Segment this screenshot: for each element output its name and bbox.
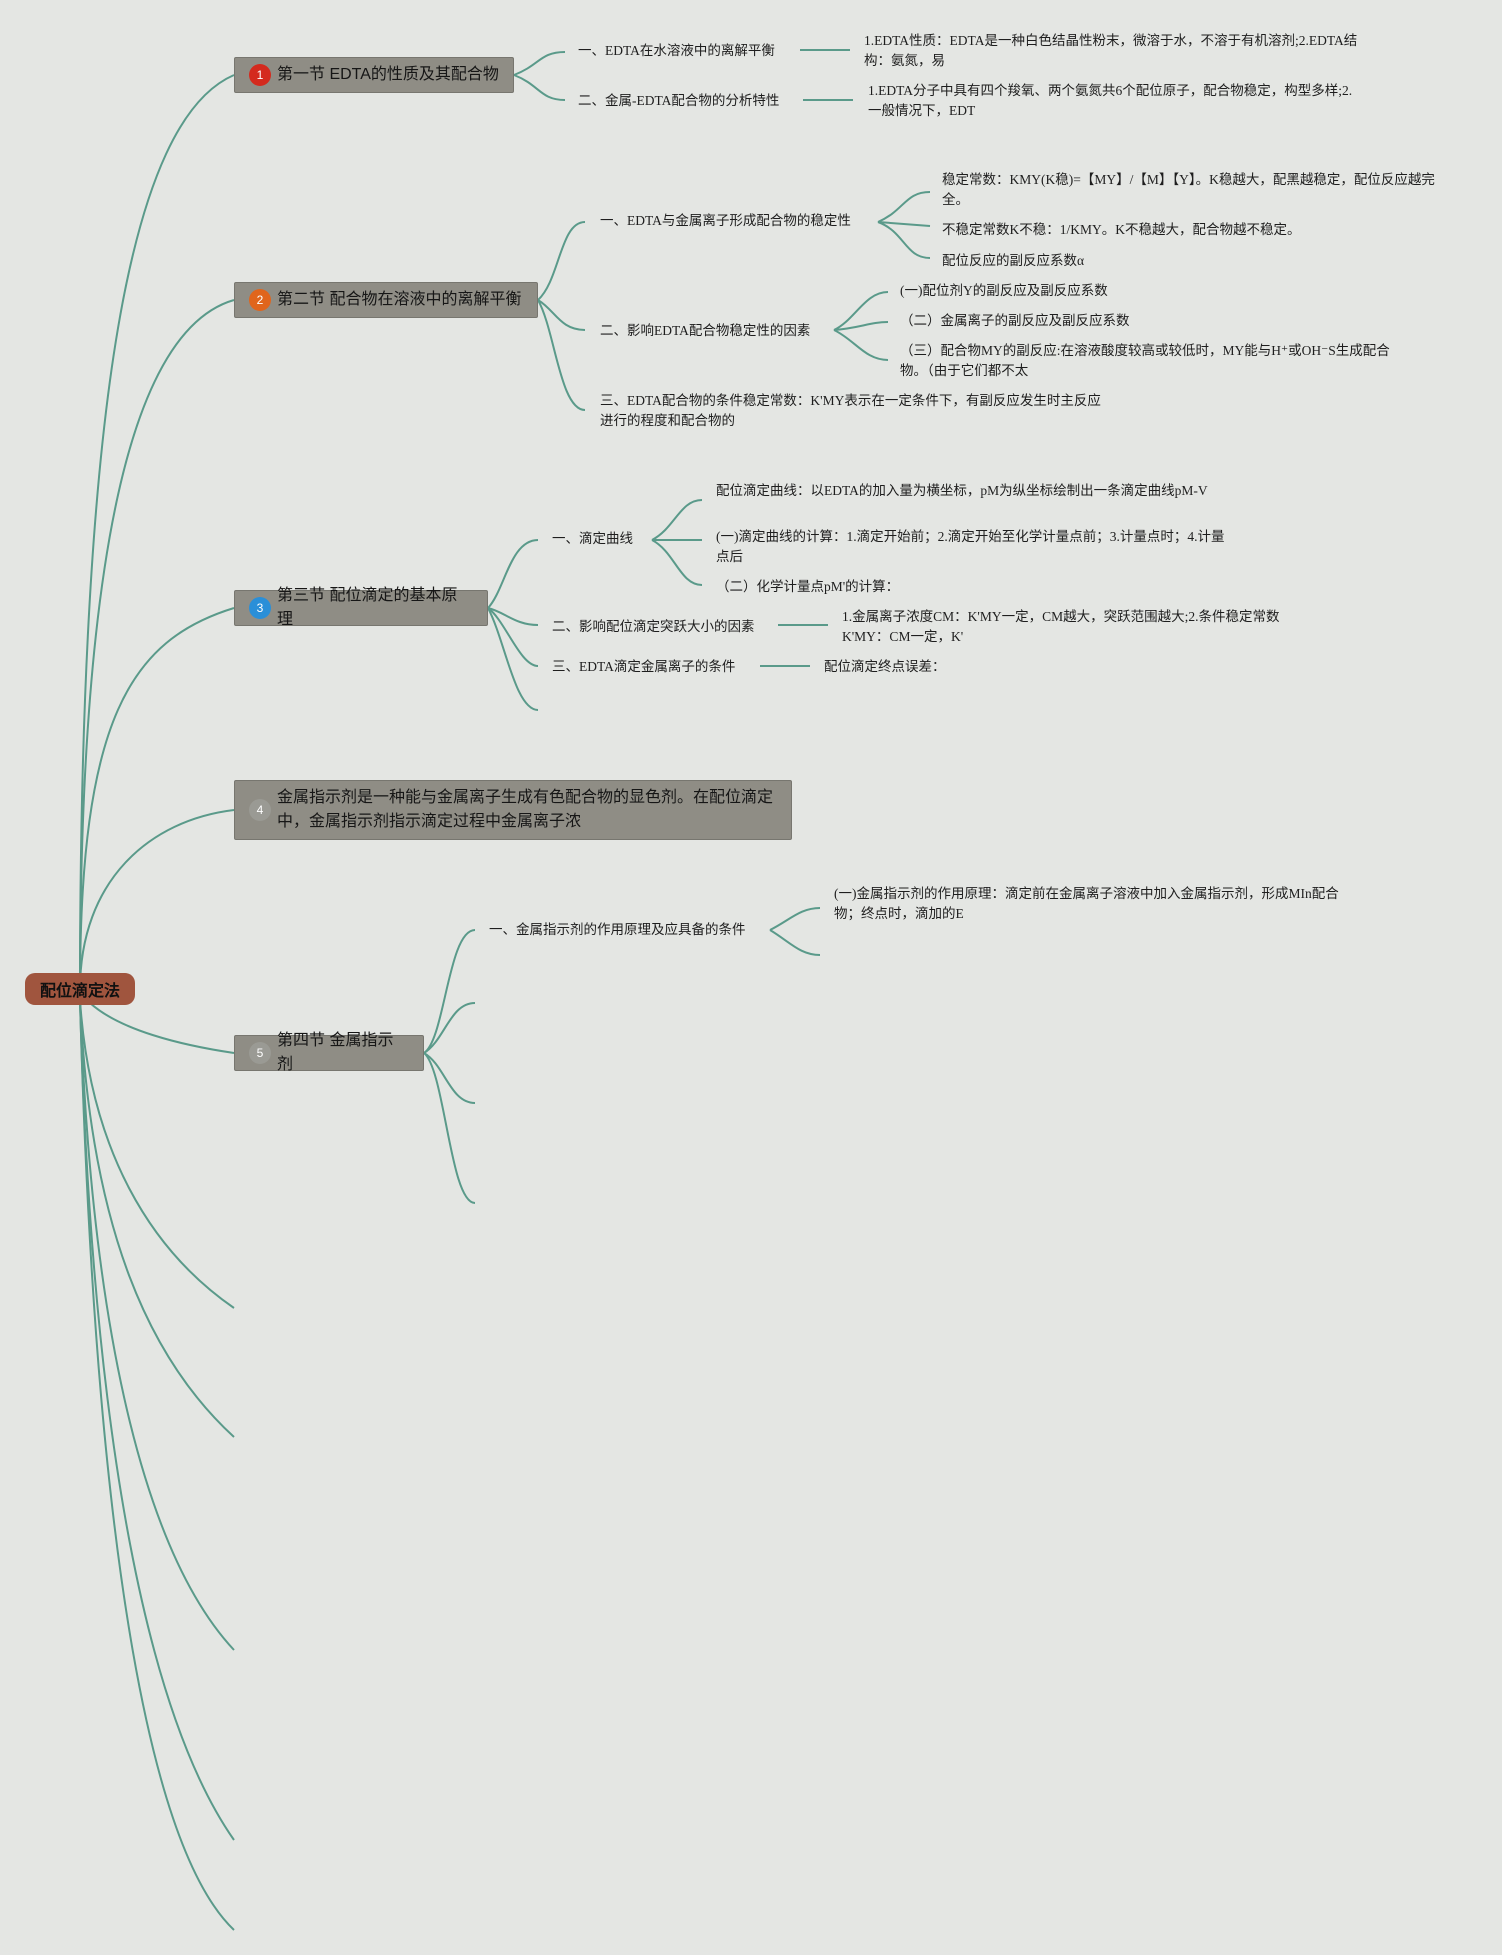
s4-topic-1[interactable]: 一、金属指示剂的作用原理及应具备的条件 <box>489 922 746 937</box>
s3-topic-1-detail-1[interactable]: 配位滴定曲线：以EDTA的加入量为横坐标，pM为纵坐标绘制出一条滴定曲线pM-V <box>716 483 1208 498</box>
s1-topic-2[interactable]: 二、金属-EDTA配合物的分析特性 <box>578 93 780 108</box>
s2-topic-1[interactable]: 一、EDTA与金属离子形成配合物的稳定性 <box>600 213 851 228</box>
section-4-title: 第四节 金属指示剂 <box>277 1032 394 1073</box>
section-4-node[interactable]: 5 第四节 金属指示剂 <box>234 1032 424 1073</box>
badge-4-icon: 4 <box>249 799 271 821</box>
section-3-node[interactable]: 3 第三节 配位滴定的基本原理 <box>234 587 488 628</box>
badge-3-icon: 3 <box>249 597 271 619</box>
s3-topic-3[interactable]: 三、EDTA滴定金属离子的条件 <box>552 659 736 674</box>
s2-topic-2-detail-2[interactable]: （二）金属离子的副反应及副反应系数 <box>900 313 1130 328</box>
s2-topic-1-detail-2[interactable]: 不稳定常数K不稳：1/KMY。K不稳越大，配合物越不稳定。 <box>942 222 1301 237</box>
s2-topic-2-detail-1[interactable]: (一)配位剂Y的副反应及副反应系数 <box>900 283 1108 298</box>
s1-topic-2-detail[interactable]: 1.EDTA分子中具有四个羧氧、两个氨氮共6个配位原子，配合物稳定，构型多样;2… <box>868 83 1353 118</box>
s3-topic-2[interactable]: 二、影响配位滴定突跃大小的因素 <box>552 619 755 634</box>
section-1-node[interactable]: 1 第一节 EDTA的性质及其配合物 <box>234 57 514 93</box>
s2-topic-1-detail-3[interactable]: 配位反应的副反应系数α <box>942 253 1085 268</box>
s3-topic-1-detail-3[interactable]: （二）化学计量点pM'的计算： <box>716 579 900 594</box>
s2-topic-2[interactable]: 二、影响EDTA配合物稳定性的因素 <box>600 323 811 338</box>
s2-topic-1-detail-1[interactable]: 稳定常数：KMY(K稳)=【MY】/【M】【Y】。K稳越大，配黑越稳定，配位反应… <box>942 172 1435 207</box>
badge-5-icon: 5 <box>249 1042 271 1064</box>
s3-topic-1[interactable]: 一、滴定曲线 <box>552 531 633 546</box>
s3-topic-2-detail[interactable]: 1.金属离子浓度CM：K'MY一定，CM越大，突跃范围越大;2.条件稳定常数K'… <box>842 609 1280 644</box>
metal-indicator-note-text: 金属指示剂是一种能与金属离子生成有色配合物的显色剂。在配位滴定中，金属指示剂指示… <box>277 789 774 830</box>
s1-topic-1-detail[interactable]: 1.EDTA性质：EDTA是一种白色结晶性粉末，微溶于水，不溶于有机溶剂;2.E… <box>864 33 1358 68</box>
badge-2-icon: 2 <box>249 289 271 311</box>
s4-topic-1-detail[interactable]: (一)金属指示剂的作用原理：滴定前在金属离子溶液中加入金属指示剂，形成MIn配合… <box>834 886 1339 921</box>
badge-1-icon: 1 <box>249 64 271 86</box>
root-label: 配位滴定法 <box>39 983 120 1000</box>
metal-indicator-note-node[interactable]: 4 金属指示剂是一种能与金属离子生成有色配合物的显色剂。在配位滴定中，金属指示剂… <box>234 780 792 840</box>
root-node[interactable]: 配位滴定法 <box>25 973 135 1005</box>
section-3-title: 第三节 配位滴定的基本原理 <box>277 587 458 628</box>
section-2-node[interactable]: 2 第二节 配合物在溶液中的离解平衡 <box>234 282 538 318</box>
s3-topic-1-detail-2[interactable]: (一)滴定曲线的计算：1.滴定开始前；2.滴定开始至化学计量点前；3.计量点时；… <box>716 529 1225 564</box>
s1-topic-1[interactable]: 一、EDTA在水溶液中的离解平衡 <box>578 43 775 58</box>
s3-topic-3-detail[interactable]: 配位滴定终点误差： <box>824 659 946 674</box>
s2-topic-2-detail-3[interactable]: （三）配合物MY的副反应:在溶液酸度较高或较低时，MY能与H⁺或OH⁻S生成配合… <box>900 343 1390 378</box>
section-1-title: 第一节 EDTA的性质及其配合物 <box>277 66 499 83</box>
section-2-title: 第二节 配合物在溶液中的离解平衡 <box>277 291 522 308</box>
s2-topic-3[interactable]: 三、EDTA配合物的条件稳定常数：K'MY表示在一定条件下，有副反应发生时主反应… <box>600 393 1101 428</box>
